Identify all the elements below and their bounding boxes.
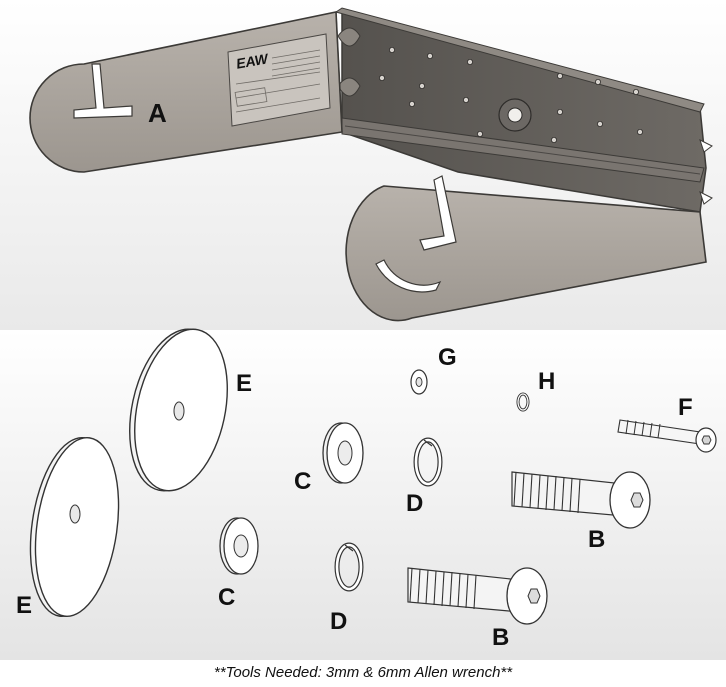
part-f-screw bbox=[617, 419, 717, 453]
part-g-washer bbox=[410, 369, 428, 395]
bracket-top-lip bbox=[334, 7, 705, 113]
label-e-right: E bbox=[236, 370, 253, 397]
label-e-left: E bbox=[16, 592, 33, 619]
part-h-lockwasher bbox=[516, 392, 530, 412]
part-d-lockwasher-upper bbox=[413, 437, 443, 487]
label-g: G bbox=[438, 344, 457, 371]
part-e-disc-left bbox=[29, 437, 120, 617]
part-e-disc-right bbox=[129, 328, 228, 492]
label-b-lower: B bbox=[492, 624, 510, 651]
bracket-holes bbox=[378, 47, 644, 143]
part-b-bolt-lower bbox=[407, 567, 548, 625]
label-c-upper: C bbox=[294, 468, 312, 495]
label-c-lower: C bbox=[218, 584, 236, 611]
label-b-upper: B bbox=[588, 526, 606, 553]
label-f: F bbox=[678, 394, 693, 421]
part-d-lockwasher-lower bbox=[334, 542, 364, 592]
label-d-lower: D bbox=[330, 608, 348, 635]
label-h: H bbox=[538, 368, 556, 395]
part-c-washer-lower bbox=[219, 517, 259, 575]
bracket-a bbox=[29, 7, 713, 322]
bracket-label-plate bbox=[227, 33, 331, 127]
tools-needed-note: **Tools Needed: 3mm & 6mm Allen wrench** bbox=[213, 664, 513, 681]
label-a: A bbox=[148, 98, 167, 128]
part-b-bolt-upper bbox=[511, 471, 651, 529]
label-d-upper: D bbox=[406, 490, 424, 517]
part-c-washer-upper bbox=[322, 422, 364, 484]
